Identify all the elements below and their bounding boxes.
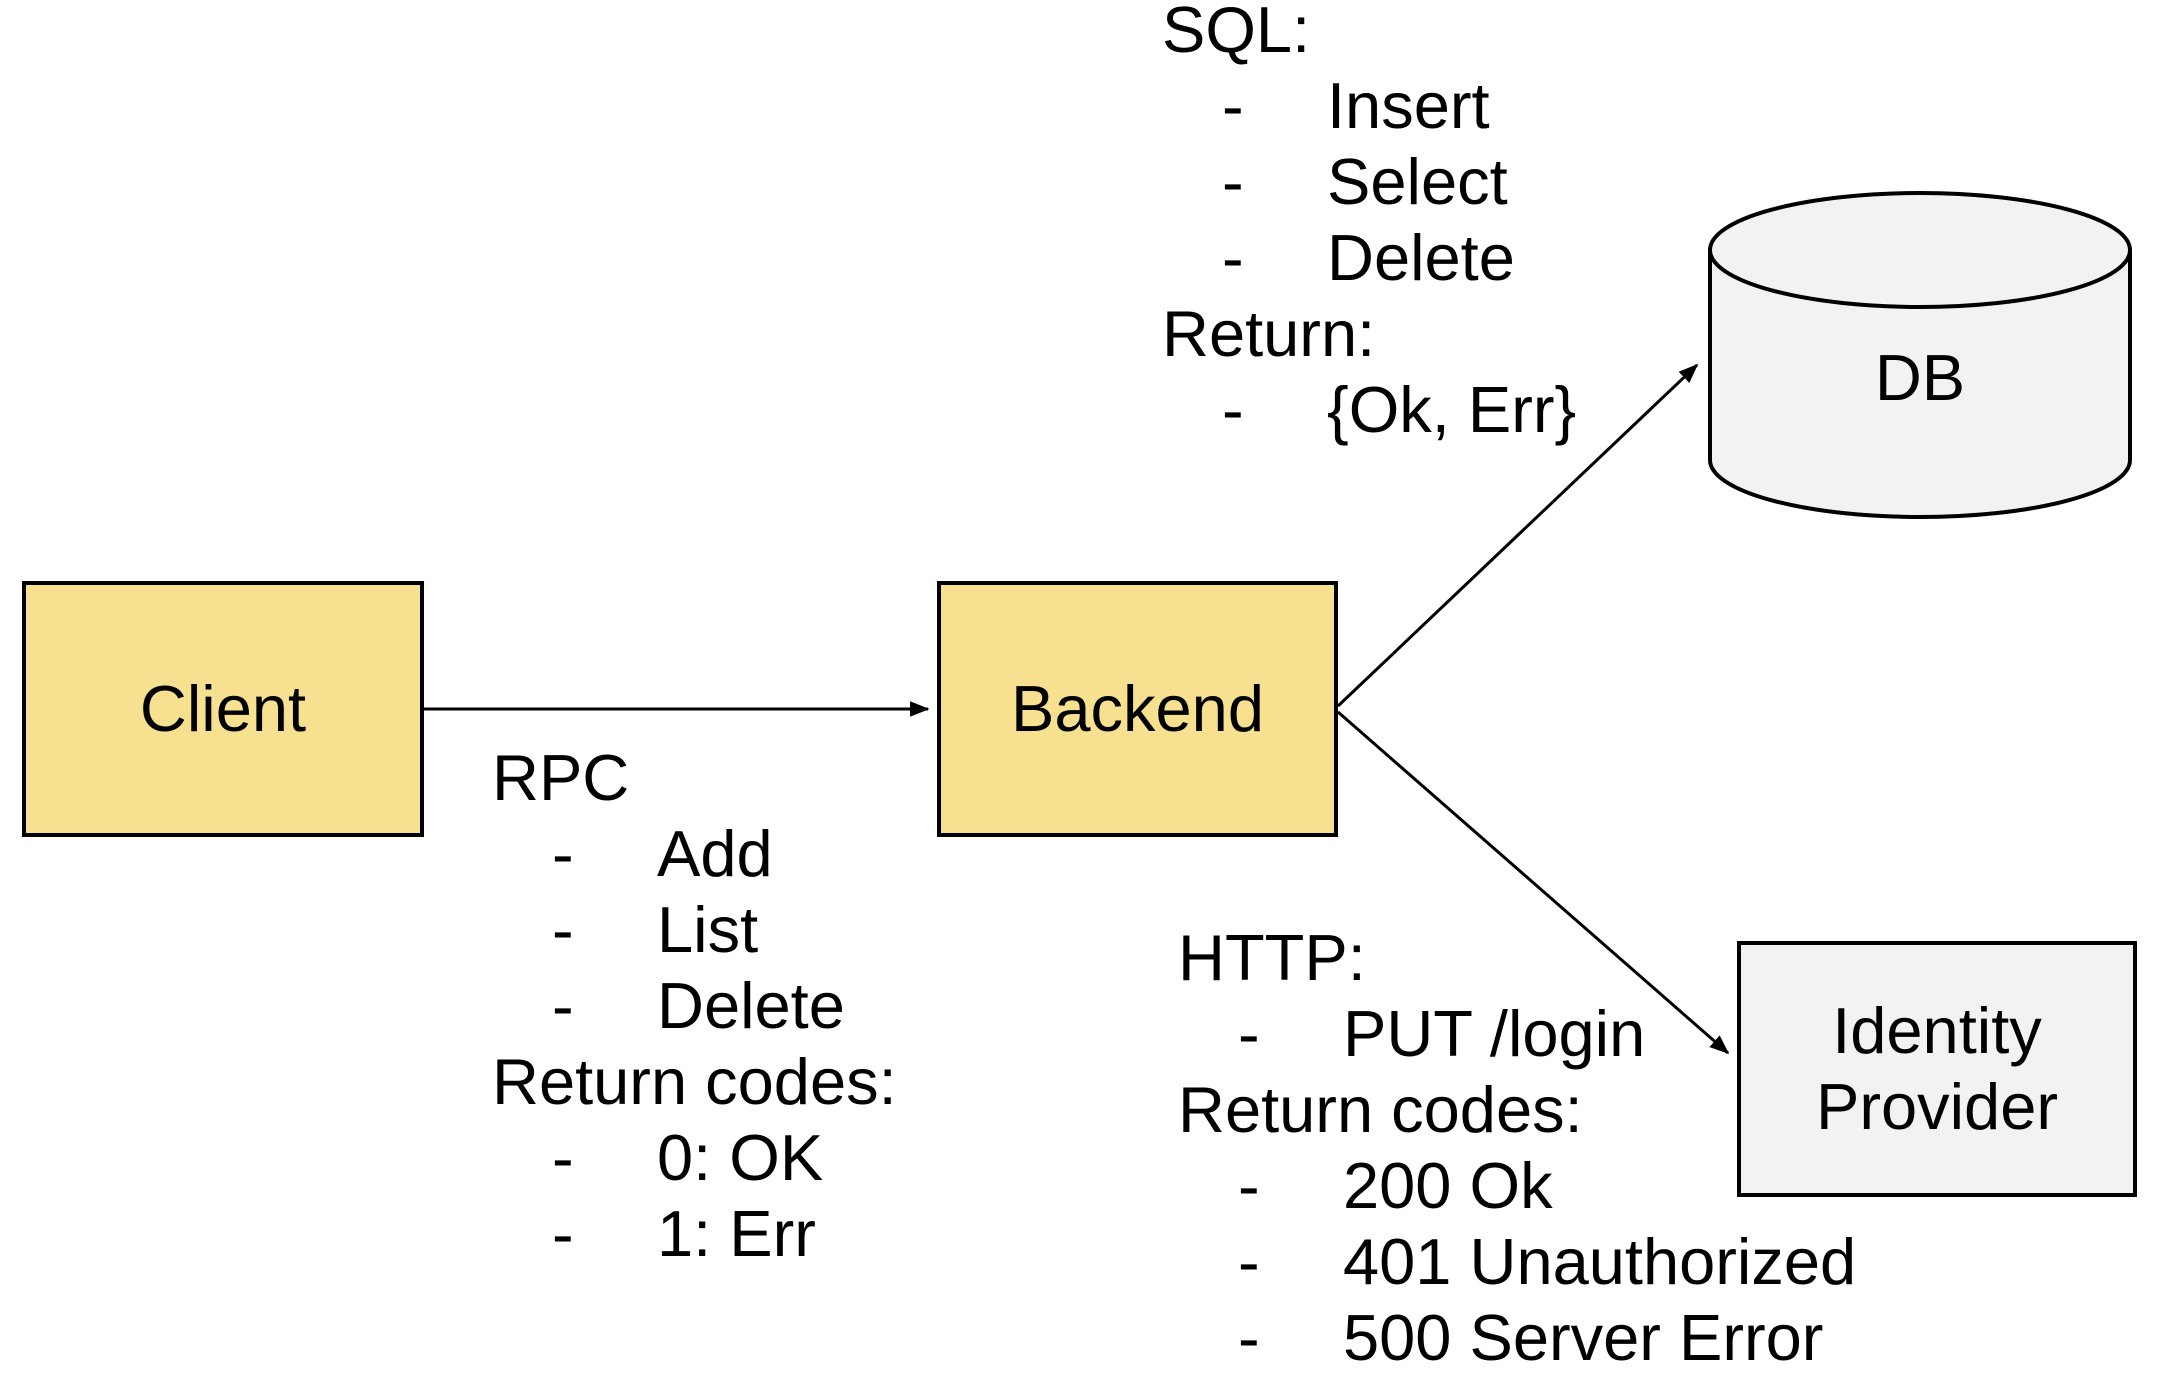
rpc-item-text: List [657, 893, 759, 966]
http-return-item: - 401 Unauthorized [1178, 1224, 1856, 1300]
bullet-dash: - [1222, 145, 1244, 218]
http-return-item: - 200 Ok [1178, 1148, 1856, 1224]
sql-return-item-text: {Ok, Err} [1327, 373, 1577, 446]
http-item-text: PUT /login [1343, 997, 1646, 1070]
bullet-dash: - [1222, 69, 1244, 142]
rpc-item-text: Add [657, 817, 773, 890]
bullet-dash: - [1238, 1225, 1260, 1298]
bullet-dash: - [552, 817, 574, 890]
sql-item-text: Select [1327, 145, 1508, 218]
sql-header: SQL: [1162, 0, 1311, 66]
node-client: Client [22, 581, 424, 837]
http-return-header: Return codes: [1178, 1073, 1583, 1146]
rpc-item: - List [492, 892, 897, 968]
http-return-item-text: 200 Ok [1343, 1149, 1553, 1222]
rpc-item: - Add [492, 816, 897, 892]
http-item: - PUT /login [1178, 996, 1856, 1072]
rpc-annotation: RPC - Add - List - Delete Return codes: - 0:… [492, 740, 897, 1272]
node-idp-label-line2: Provider [1815, 1070, 2059, 1143]
node-client-label: Client [139, 672, 307, 745]
sql-return-item: - {Ok, Err} [1162, 372, 1576, 448]
node-idp-label-line1: Identity [1832, 994, 2042, 1067]
bullet-dash: - [1222, 221, 1244, 294]
bullet-dash: - [552, 1197, 574, 1270]
bullet-dash: - [1238, 1149, 1260, 1222]
sql-item-text: Insert [1327, 69, 1490, 142]
node-backend-label: Backend [1011, 672, 1264, 745]
rpc-return-header: Return codes: [492, 1045, 897, 1118]
rpc-return-item: - 1: Err [492, 1196, 897, 1272]
sql-return-header: Return: [1162, 297, 1376, 370]
rpc-item-text: Delete [657, 969, 845, 1042]
bullet-dash: - [1238, 1301, 1260, 1374]
sql-item: - Insert [1162, 68, 1576, 144]
rpc-return-item: - 0: OK [492, 1120, 897, 1196]
sql-item: - Delete [1162, 220, 1576, 296]
http-return-item-text: 500 Server Error [1343, 1301, 1824, 1374]
bullet-dash: - [1222, 373, 1244, 446]
sql-item: - Select [1162, 144, 1576, 220]
rpc-return-item-text: 1: Err [657, 1197, 816, 1270]
node-backend: Backend [937, 581, 1338, 837]
sql-annotation: SQL: - Insert - Select - Delete Return: - {O… [1162, 0, 1576, 448]
rpc-header: RPC [492, 741, 630, 814]
db-cylinder-top [1708, 191, 2132, 309]
rpc-return-item-text: 0: OK [657, 1121, 824, 1194]
node-identity-provider: Identity Provider [1737, 941, 2137, 1197]
http-header: HTTP: [1178, 921, 1366, 994]
node-db-label: DB [1874, 341, 1966, 414]
bullet-dash: - [552, 1121, 574, 1194]
bullet-dash: - [552, 969, 574, 1042]
bullet-dash: - [552, 893, 574, 966]
http-return-item-text: 401 Unauthorized [1343, 1225, 1857, 1298]
http-annotation: HTTP: -PUT /login Return codes: -200 Ok … [1178, 920, 1856, 1376]
bullet-dash: - [1238, 997, 1260, 1070]
rpc-item: - Delete [492, 968, 897, 1044]
sql-item-text: Delete [1327, 221, 1515, 294]
http-return-item: - 500 Server Error [1178, 1300, 1856, 1376]
